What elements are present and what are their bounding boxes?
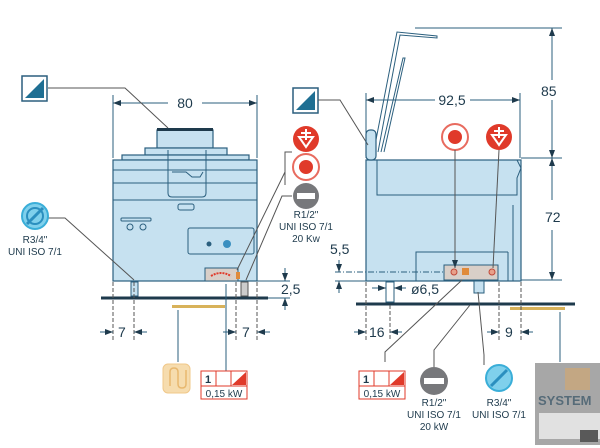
electrical-connection-icon bbox=[21, 75, 48, 102]
front-view-machine bbox=[101, 128, 268, 308]
water-standard-label: UNI ISO 7/1 bbox=[8, 247, 62, 258]
power-label: 0,15 kW bbox=[364, 389, 401, 400]
gas-thread-label: R1/2" bbox=[422, 398, 447, 409]
foot-height-dimension: 2,5 bbox=[281, 281, 301, 297]
left-foot-dimension: 7 bbox=[118, 324, 126, 340]
gas-power-label: 20 kW bbox=[420, 422, 449, 433]
water-thread-label: R3/4" bbox=[23, 235, 48, 246]
electric-connection-legend-right: 1 0,15 kW bbox=[358, 370, 406, 400]
gas-inlet-legend-icon bbox=[420, 367, 448, 395]
gas-valve-icon bbox=[293, 126, 319, 152]
right-foot-dimension: 7 bbox=[242, 324, 250, 340]
drain-siphon-icon bbox=[162, 363, 191, 394]
gas-power-label: 20 Kw bbox=[292, 234, 321, 245]
water-inlet-legend-icon bbox=[485, 364, 513, 392]
water-inlet-icon bbox=[21, 202, 49, 230]
rear-offset-dimension: 9 bbox=[505, 324, 513, 340]
lid-open-dimension: 85 bbox=[541, 83, 557, 99]
height-dimension: 72 bbox=[545, 209, 561, 225]
gas-inlet-icon bbox=[293, 183, 319, 209]
watermark-logo: SYSTEM bbox=[535, 363, 600, 445]
gas-inlet-fitting bbox=[240, 281, 249, 297]
phase-label: 1 bbox=[205, 374, 211, 386]
connection-height-dimension: 5,5 bbox=[330, 241, 350, 257]
front-offset-dimension: 16 bbox=[369, 324, 385, 340]
gas-valve-icon-side bbox=[486, 124, 512, 150]
square-icon-right bbox=[292, 87, 319, 114]
phase-label: 1 bbox=[363, 374, 369, 386]
water-thread-label: R3/4" bbox=[487, 398, 512, 409]
lid-handle bbox=[167, 150, 207, 198]
width-dimension: 80 bbox=[177, 95, 193, 111]
watermark-text: SYSTEM bbox=[538, 393, 591, 408]
gas-thread-label: R1/2" bbox=[294, 210, 319, 221]
gas-standard-label: UNI ISO 7/1 bbox=[407, 410, 461, 421]
electric-connection-legend-left: 1 0,15 kW bbox=[200, 370, 248, 400]
side-view-machine bbox=[356, 31, 575, 310]
depth-dimension: 92,5 bbox=[438, 92, 465, 108]
gas-standard-label: UNI ISO 7/1 bbox=[279, 222, 333, 233]
diameter-dimension: ø6,5 bbox=[411, 281, 439, 297]
control-panel bbox=[187, 227, 255, 255]
power-label: 0,15 kW bbox=[206, 389, 243, 400]
water-standard-label: UNI ISO 7/1 bbox=[472, 410, 526, 421]
red-dot-icon bbox=[292, 153, 320, 181]
